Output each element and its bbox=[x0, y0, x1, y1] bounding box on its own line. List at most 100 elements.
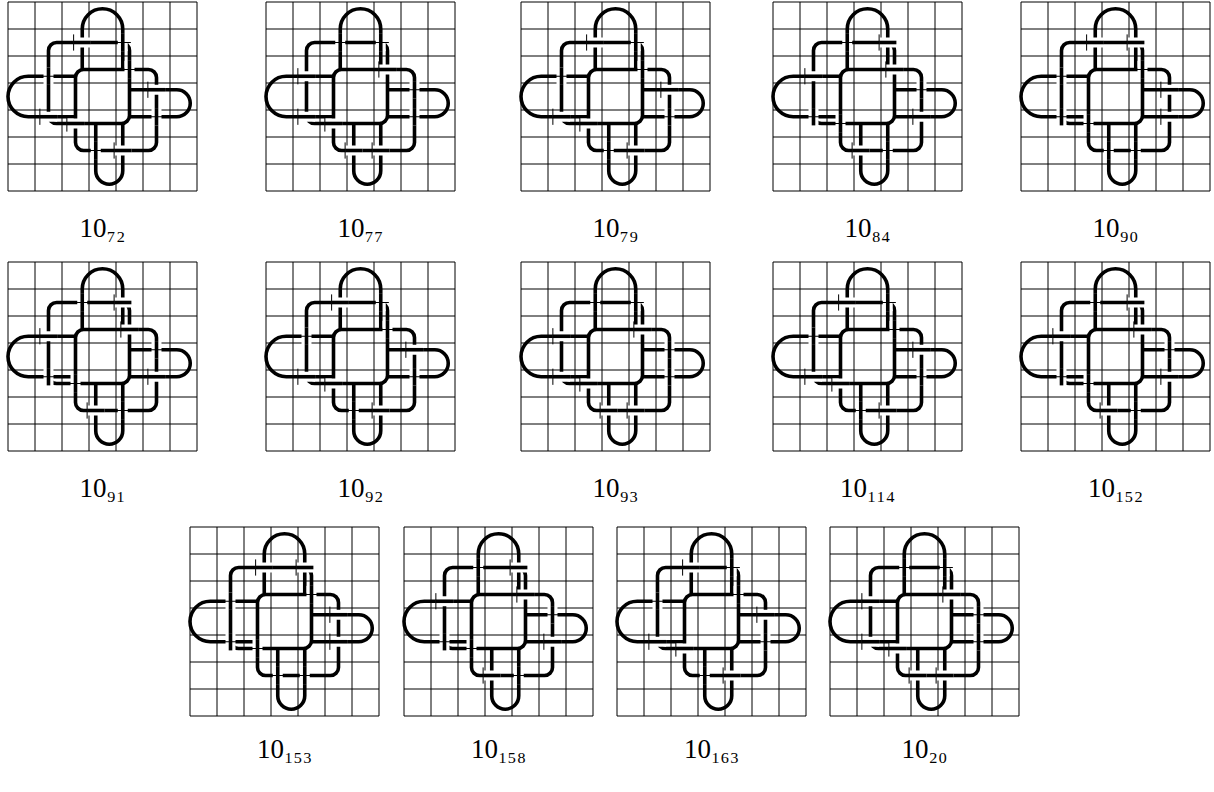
grid-line bbox=[830, 554, 1019, 555]
knot-strand bbox=[49, 43, 130, 124]
grid-line bbox=[1021, 370, 1210, 371]
knot-name: 10₉₃ bbox=[593, 473, 639, 504]
knot-strand bbox=[8, 76, 76, 117]
crossing-gap bbox=[1053, 331, 1070, 341]
crossing-gap bbox=[805, 372, 822, 382]
knot-name: 10₁₅₃ bbox=[257, 734, 312, 765]
knot-strand bbox=[372, 149, 389, 153]
knot-diagram bbox=[521, 2, 710, 191]
knot-strand bbox=[839, 115, 843, 132]
grid-line bbox=[404, 581, 593, 582]
grid-line bbox=[656, 2, 657, 191]
knot-strand bbox=[1134, 328, 1151, 332]
knot-strand bbox=[80, 294, 84, 311]
grid-line bbox=[1021, 164, 1210, 165]
grid-line bbox=[773, 289, 962, 290]
knot-strand bbox=[544, 640, 561, 644]
crossing-gap bbox=[148, 85, 165, 95]
grid-line bbox=[431, 527, 432, 716]
grid-line bbox=[89, 2, 90, 191]
knot-name: 10₇₂ bbox=[80, 213, 126, 244]
crossing-gap bbox=[148, 372, 165, 382]
knot-diagram bbox=[773, 262, 962, 451]
grid-line bbox=[830, 581, 1019, 582]
knot-diagram bbox=[773, 2, 962, 191]
knot-strand bbox=[913, 115, 930, 119]
grid-line bbox=[266, 397, 455, 398]
grid-line bbox=[116, 2, 117, 191]
knot-strand bbox=[668, 341, 672, 358]
crossing-gap bbox=[544, 637, 561, 647]
knot-strand bbox=[229, 633, 233, 650]
knot-strand bbox=[87, 409, 104, 413]
grid-line bbox=[62, 2, 63, 191]
grid-line bbox=[644, 527, 645, 716]
knot-strand bbox=[553, 115, 570, 119]
crossing-gap bbox=[649, 637, 666, 647]
grid-line bbox=[143, 262, 144, 451]
crossing-gap bbox=[256, 563, 273, 573]
knot-strand bbox=[404, 601, 472, 642]
grid-line bbox=[830, 635, 1019, 636]
knot-diagram bbox=[8, 2, 197, 191]
grid-line bbox=[521, 289, 710, 290]
knot-strand bbox=[757, 613, 774, 617]
knot-strand bbox=[148, 375, 165, 379]
knot-strand bbox=[276, 667, 280, 684]
grid-line bbox=[458, 527, 459, 716]
grid-line bbox=[1021, 397, 1210, 398]
knot-name: 10₇₉ bbox=[593, 213, 639, 244]
crossing-gap bbox=[913, 112, 930, 122]
grid-line bbox=[35, 2, 36, 191]
grid-line bbox=[190, 554, 379, 555]
grid-line bbox=[266, 262, 455, 263]
crossing-gap bbox=[406, 345, 423, 355]
knot-strand bbox=[551, 606, 555, 623]
grid-line bbox=[1075, 2, 1076, 191]
grid-line bbox=[8, 191, 197, 192]
crossing-gap bbox=[627, 406, 644, 416]
grid-line bbox=[266, 289, 455, 290]
knot-strand bbox=[871, 568, 952, 649]
crossing-gap bbox=[298, 372, 315, 382]
grid-line bbox=[629, 262, 630, 451]
knot-strand bbox=[641, 61, 645, 78]
grid-line bbox=[1021, 343, 1210, 344]
knot-name: 10₉₀ bbox=[1093, 213, 1139, 244]
knot-name: 10₂₀ bbox=[902, 734, 948, 765]
knot-strand bbox=[1107, 142, 1111, 159]
grid-line bbox=[908, 2, 909, 191]
grid-line bbox=[1183, 2, 1184, 191]
knot-strand bbox=[345, 149, 362, 153]
knot-strand bbox=[445, 568, 526, 649]
knot-strand bbox=[307, 43, 388, 124]
grid-line bbox=[683, 262, 684, 451]
grid-line bbox=[725, 527, 726, 716]
grid-line bbox=[911, 527, 912, 716]
crossing-gap bbox=[1161, 112, 1178, 122]
knot-name: 10₈₄ bbox=[845, 213, 891, 244]
grid-line bbox=[800, 262, 801, 451]
crossing-gap bbox=[757, 610, 774, 620]
grid-line bbox=[1102, 2, 1103, 191]
crossing-gap bbox=[325, 379, 342, 389]
grid-line bbox=[1021, 316, 1210, 317]
knot-strand bbox=[683, 566, 700, 570]
knot-strand bbox=[607, 142, 611, 159]
crossing-gap bbox=[1161, 372, 1178, 382]
knot-strand bbox=[830, 601, 898, 642]
knot-strand bbox=[580, 382, 597, 386]
crossing-gap bbox=[580, 119, 597, 129]
grid-line bbox=[217, 527, 218, 716]
grid-line bbox=[8, 110, 197, 111]
grid-line bbox=[521, 262, 710, 263]
knot-strand bbox=[372, 409, 389, 413]
grid-line bbox=[779, 527, 780, 716]
knot-strand bbox=[517, 593, 534, 597]
knot-strand bbox=[593, 294, 597, 311]
knot-strand bbox=[121, 328, 138, 332]
crossing-gap bbox=[325, 119, 342, 129]
grid-line bbox=[521, 29, 710, 30]
knot-strand bbox=[256, 640, 260, 657]
grid-line bbox=[266, 451, 455, 452]
